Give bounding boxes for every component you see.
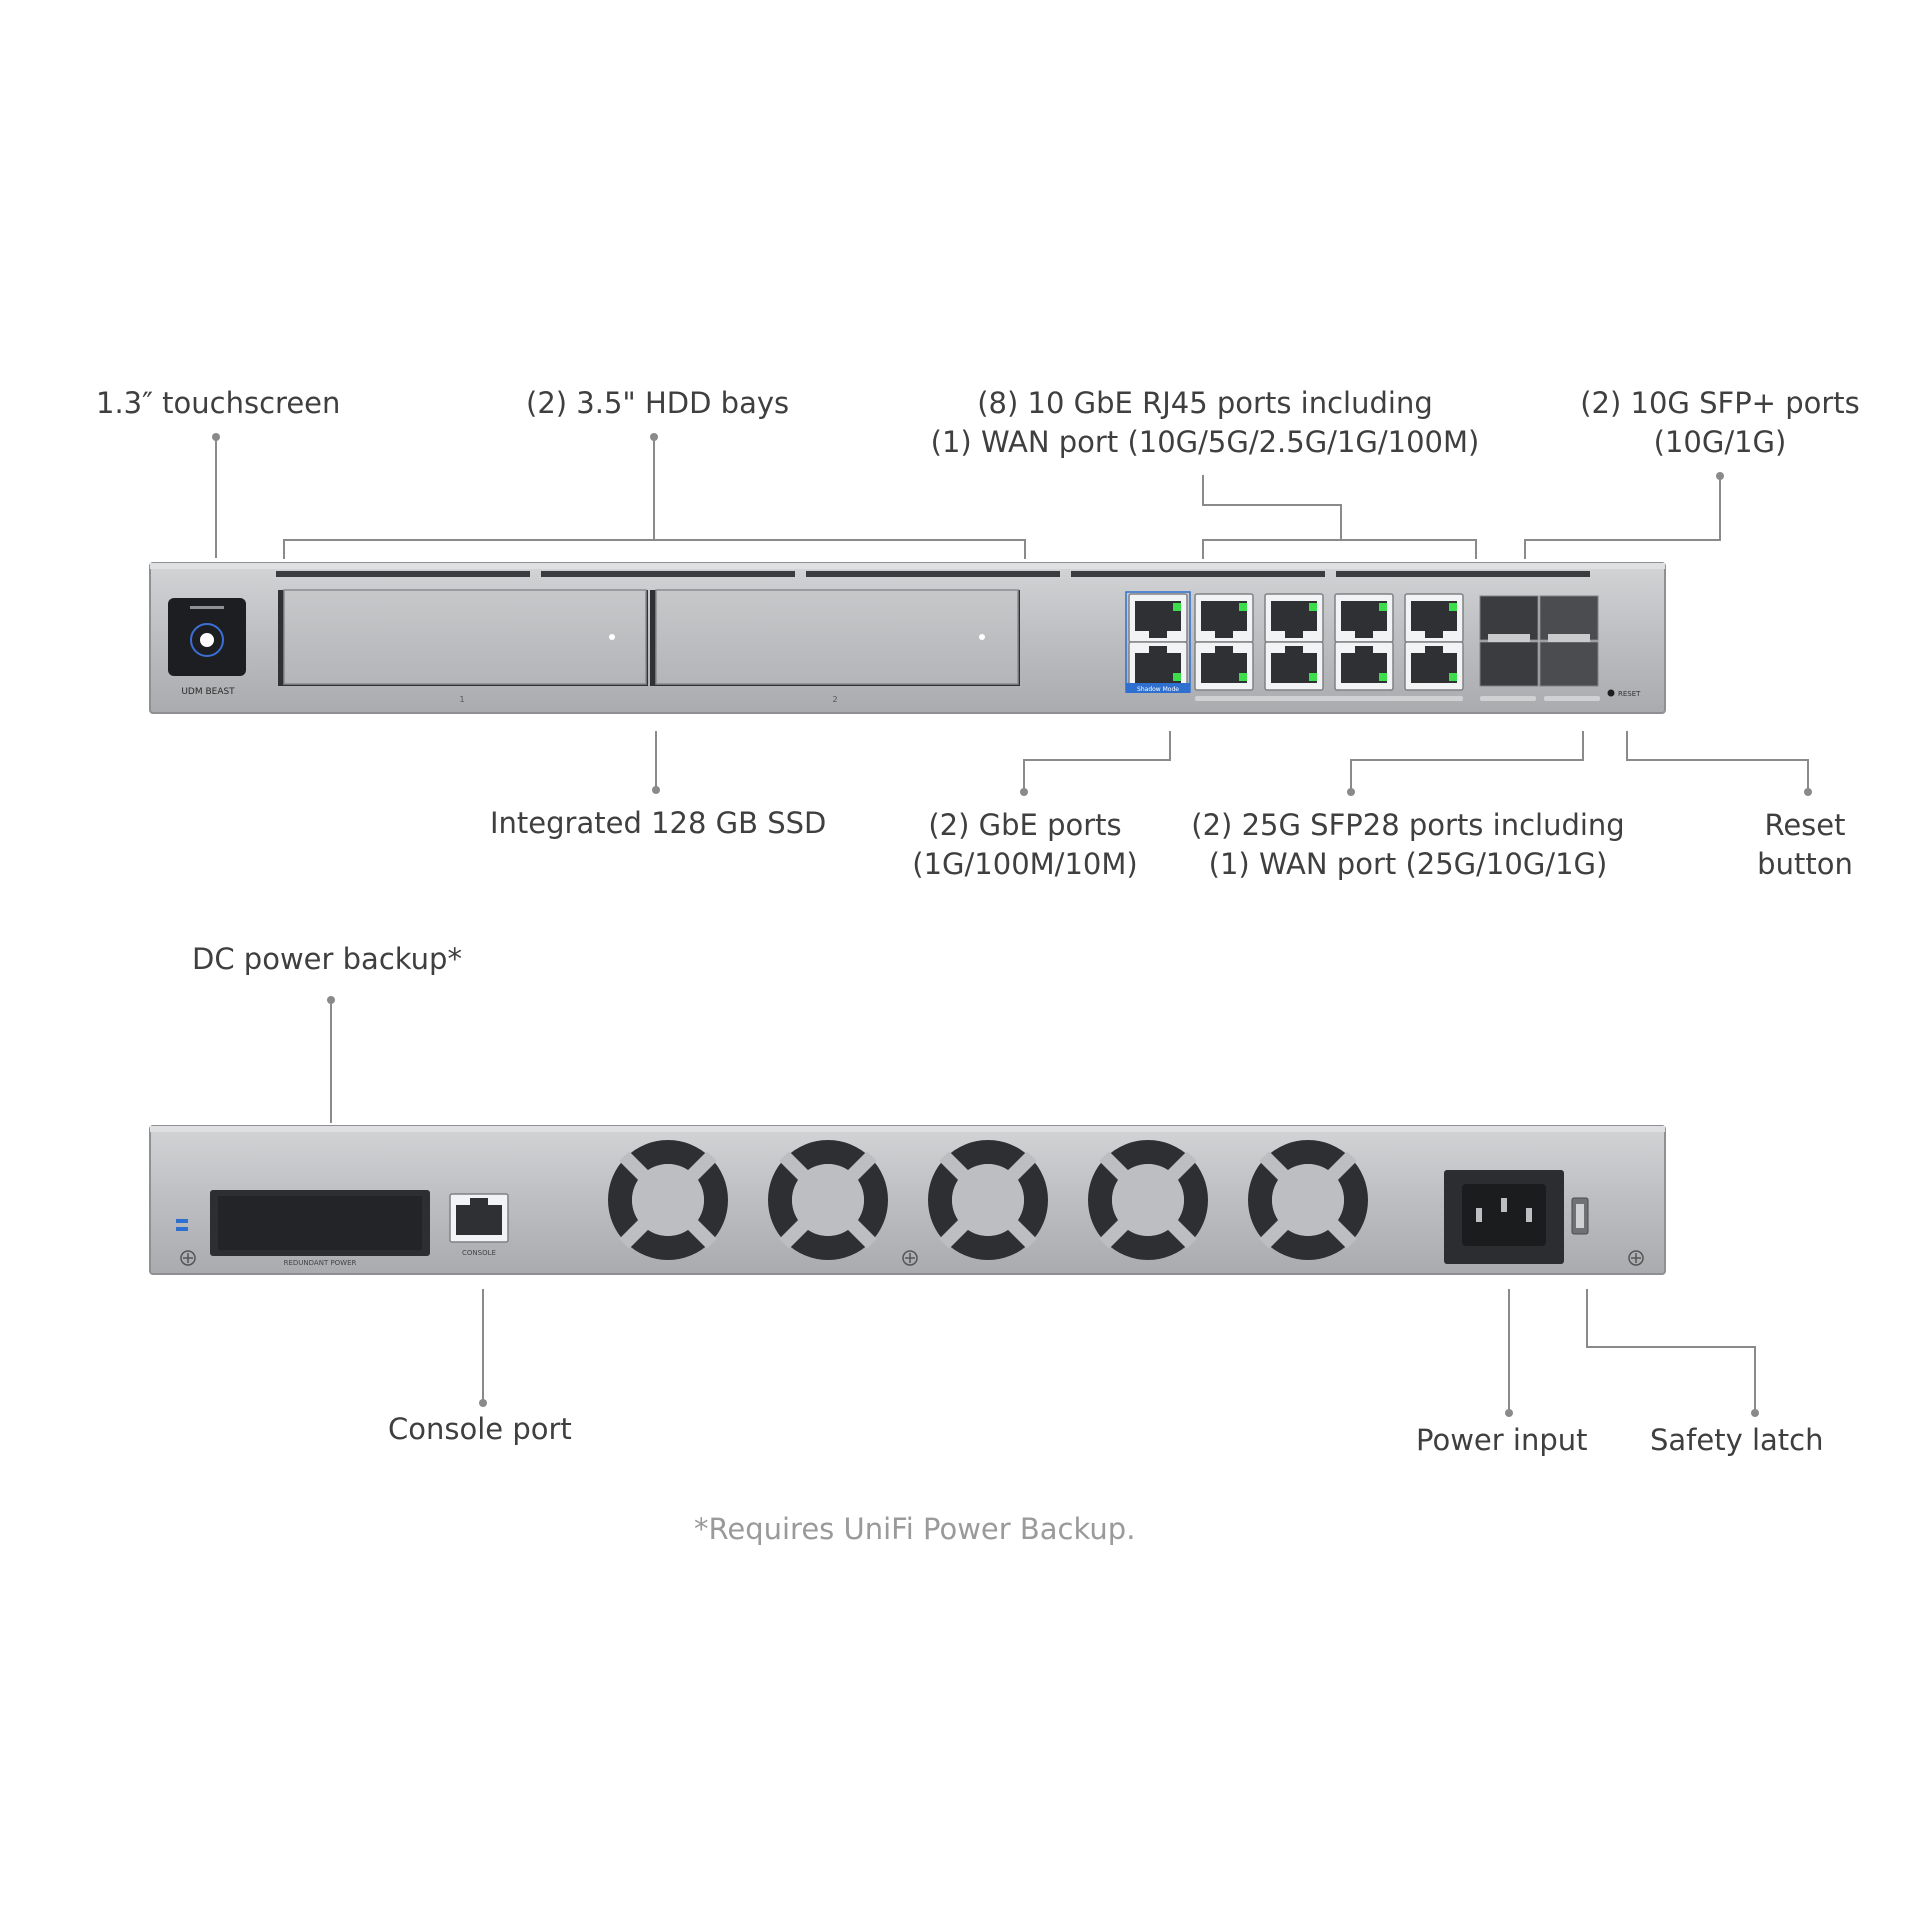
bay-number-1: 1 xyxy=(459,695,464,704)
leader-dots xyxy=(212,433,1812,1417)
power-inlet xyxy=(1444,1170,1564,1264)
dc-power-connector xyxy=(210,1190,430,1256)
label-safety-latch: Safety latch xyxy=(1650,1423,1824,1457)
safety-latch xyxy=(1571,1197,1589,1235)
rj45-ports xyxy=(1194,593,1464,701)
console-marking: CONSOLE xyxy=(462,1249,496,1257)
label-dc-power-backup: DC power backup* xyxy=(192,942,462,976)
gbe-ports: Shadow Mode xyxy=(1125,591,1191,693)
reset-hole xyxy=(1607,689,1615,697)
console-rj45 xyxy=(449,1193,509,1243)
label-sfp28-ports: (2) 25G SFP28 ports including (1) WAN po… xyxy=(1191,808,1625,881)
label-gbe-ports: (2) GbE ports (1G/100M/10M) xyxy=(912,808,1138,881)
label-sfp-plus-ports: (2) 10G SFP+ ports (10G/1G) xyxy=(1580,386,1860,459)
label-power-input: Power input xyxy=(1416,1423,1588,1457)
footnote: *Requires UniFi Power Backup. xyxy=(694,1512,1136,1546)
reset-marking: RESET xyxy=(1618,690,1641,698)
touchscreen xyxy=(168,598,246,676)
sfp-ports xyxy=(1479,595,1600,701)
model-marking: UDM BEAST xyxy=(181,687,235,697)
screws xyxy=(180,1250,1644,1266)
hdd-bay-2 xyxy=(650,589,1020,686)
redundant-power-marking: REDUNDANT POWER xyxy=(284,1259,357,1267)
label-rj45-ports: (8) 10 GbE RJ45 ports including (1) WAN … xyxy=(930,386,1480,459)
rear-panel: REDUNDANT POWER CONSOLE xyxy=(149,1125,1666,1275)
front-panel: UDM BEAST 1 2 Shadow Mode xyxy=(149,562,1666,714)
bay-number-2: 2 xyxy=(832,695,837,704)
hdd-bay-1 xyxy=(278,589,648,686)
label-reset-button: Reset button xyxy=(1757,808,1853,881)
gbe-badge: Shadow Mode xyxy=(1137,686,1179,693)
label-console-port: Console port xyxy=(388,1412,572,1446)
leader-lines xyxy=(215,437,1809,1413)
label-touchscreen: 1.3″ touchscreen xyxy=(96,386,341,420)
label-hdd-bays: (2) 3.5" HDD bays xyxy=(526,386,790,420)
label-ssd: Integrated 128 GB SSD xyxy=(490,806,827,840)
